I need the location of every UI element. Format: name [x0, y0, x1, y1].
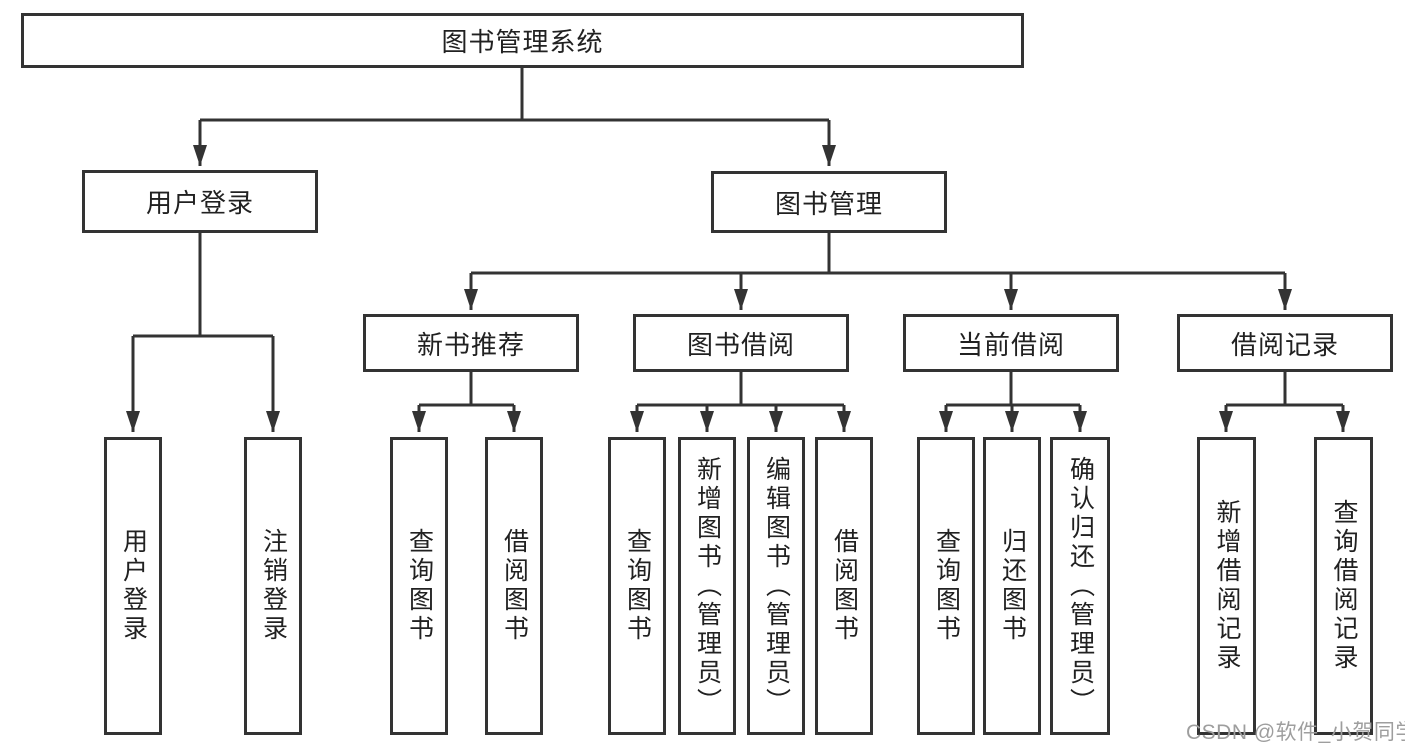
- node-user-login: 用户登录: [82, 170, 318, 233]
- node-label: 查询图书: [623, 528, 652, 644]
- node-label: 新增图书（管理员）: [693, 455, 722, 717]
- node-new-book-recommendation: 新书推荐: [363, 314, 579, 372]
- node-label: 借阅图书: [500, 528, 529, 644]
- node-newbook-query-books: 查询图书: [390, 437, 448, 735]
- csdn-watermark: CSDN @软件_小贺同学: [1186, 721, 1405, 744]
- node-book-management: 图书管理: [711, 171, 947, 233]
- node-label: 当前借阅: [956, 329, 1065, 360]
- node-borrowing-edit-books-admin: 编辑图书（管理员）: [747, 437, 805, 735]
- node-label: 图书管理: [774, 188, 883, 219]
- node-label: 查询图书: [932, 528, 961, 644]
- node-label: 归还图书: [998, 528, 1027, 644]
- node-label: 图书借阅: [686, 329, 795, 360]
- node-label: 借阅图书: [830, 528, 859, 644]
- node-records-query-borrow-record: 查询借阅记录: [1314, 437, 1373, 735]
- node-label: 查询图书: [405, 528, 434, 644]
- node-borrowing-query-books: 查询图书: [608, 437, 666, 735]
- node-library-management-system: 图书管理系统: [21, 13, 1024, 68]
- node-borrowing-records: 借阅记录: [1177, 314, 1393, 372]
- node-label: 确认归还（管理员）: [1066, 455, 1095, 717]
- node-current-borrowing: 当前借阅: [903, 314, 1119, 372]
- node-logout-action: 注销登录: [244, 437, 302, 735]
- node-label: 编辑图书（管理员）: [762, 455, 791, 717]
- node-current-return-books: 归还图书: [983, 437, 1041, 735]
- node-borrowing-add-books-admin: 新增图书（管理员）: [678, 437, 736, 735]
- node-borrowing-borrow-books: 借阅图书: [815, 437, 873, 735]
- node-user-login-action: 用户登录: [104, 437, 162, 735]
- node-label: 注销登录: [259, 528, 288, 644]
- node-label: 借阅记录: [1230, 329, 1339, 360]
- node-label: 查询借阅记录: [1330, 499, 1358, 673]
- node-label: 新增借阅记录: [1213, 499, 1241, 673]
- node-newbook-borrow-books: 借阅图书: [485, 437, 543, 735]
- node-records-add-borrow-record: 新增借阅记录: [1197, 437, 1256, 735]
- node-book-borrowing: 图书借阅: [633, 314, 849, 372]
- node-label: 图书管理系统: [441, 27, 604, 57]
- node-current-query-books: 查询图书: [917, 437, 975, 735]
- node-label: 用户登录: [119, 528, 148, 644]
- node-label: 新书推荐: [416, 329, 525, 360]
- node-label: 用户登录: [145, 188, 254, 218]
- node-current-confirm-return-admin: 确认归还（管理员）: [1050, 437, 1110, 735]
